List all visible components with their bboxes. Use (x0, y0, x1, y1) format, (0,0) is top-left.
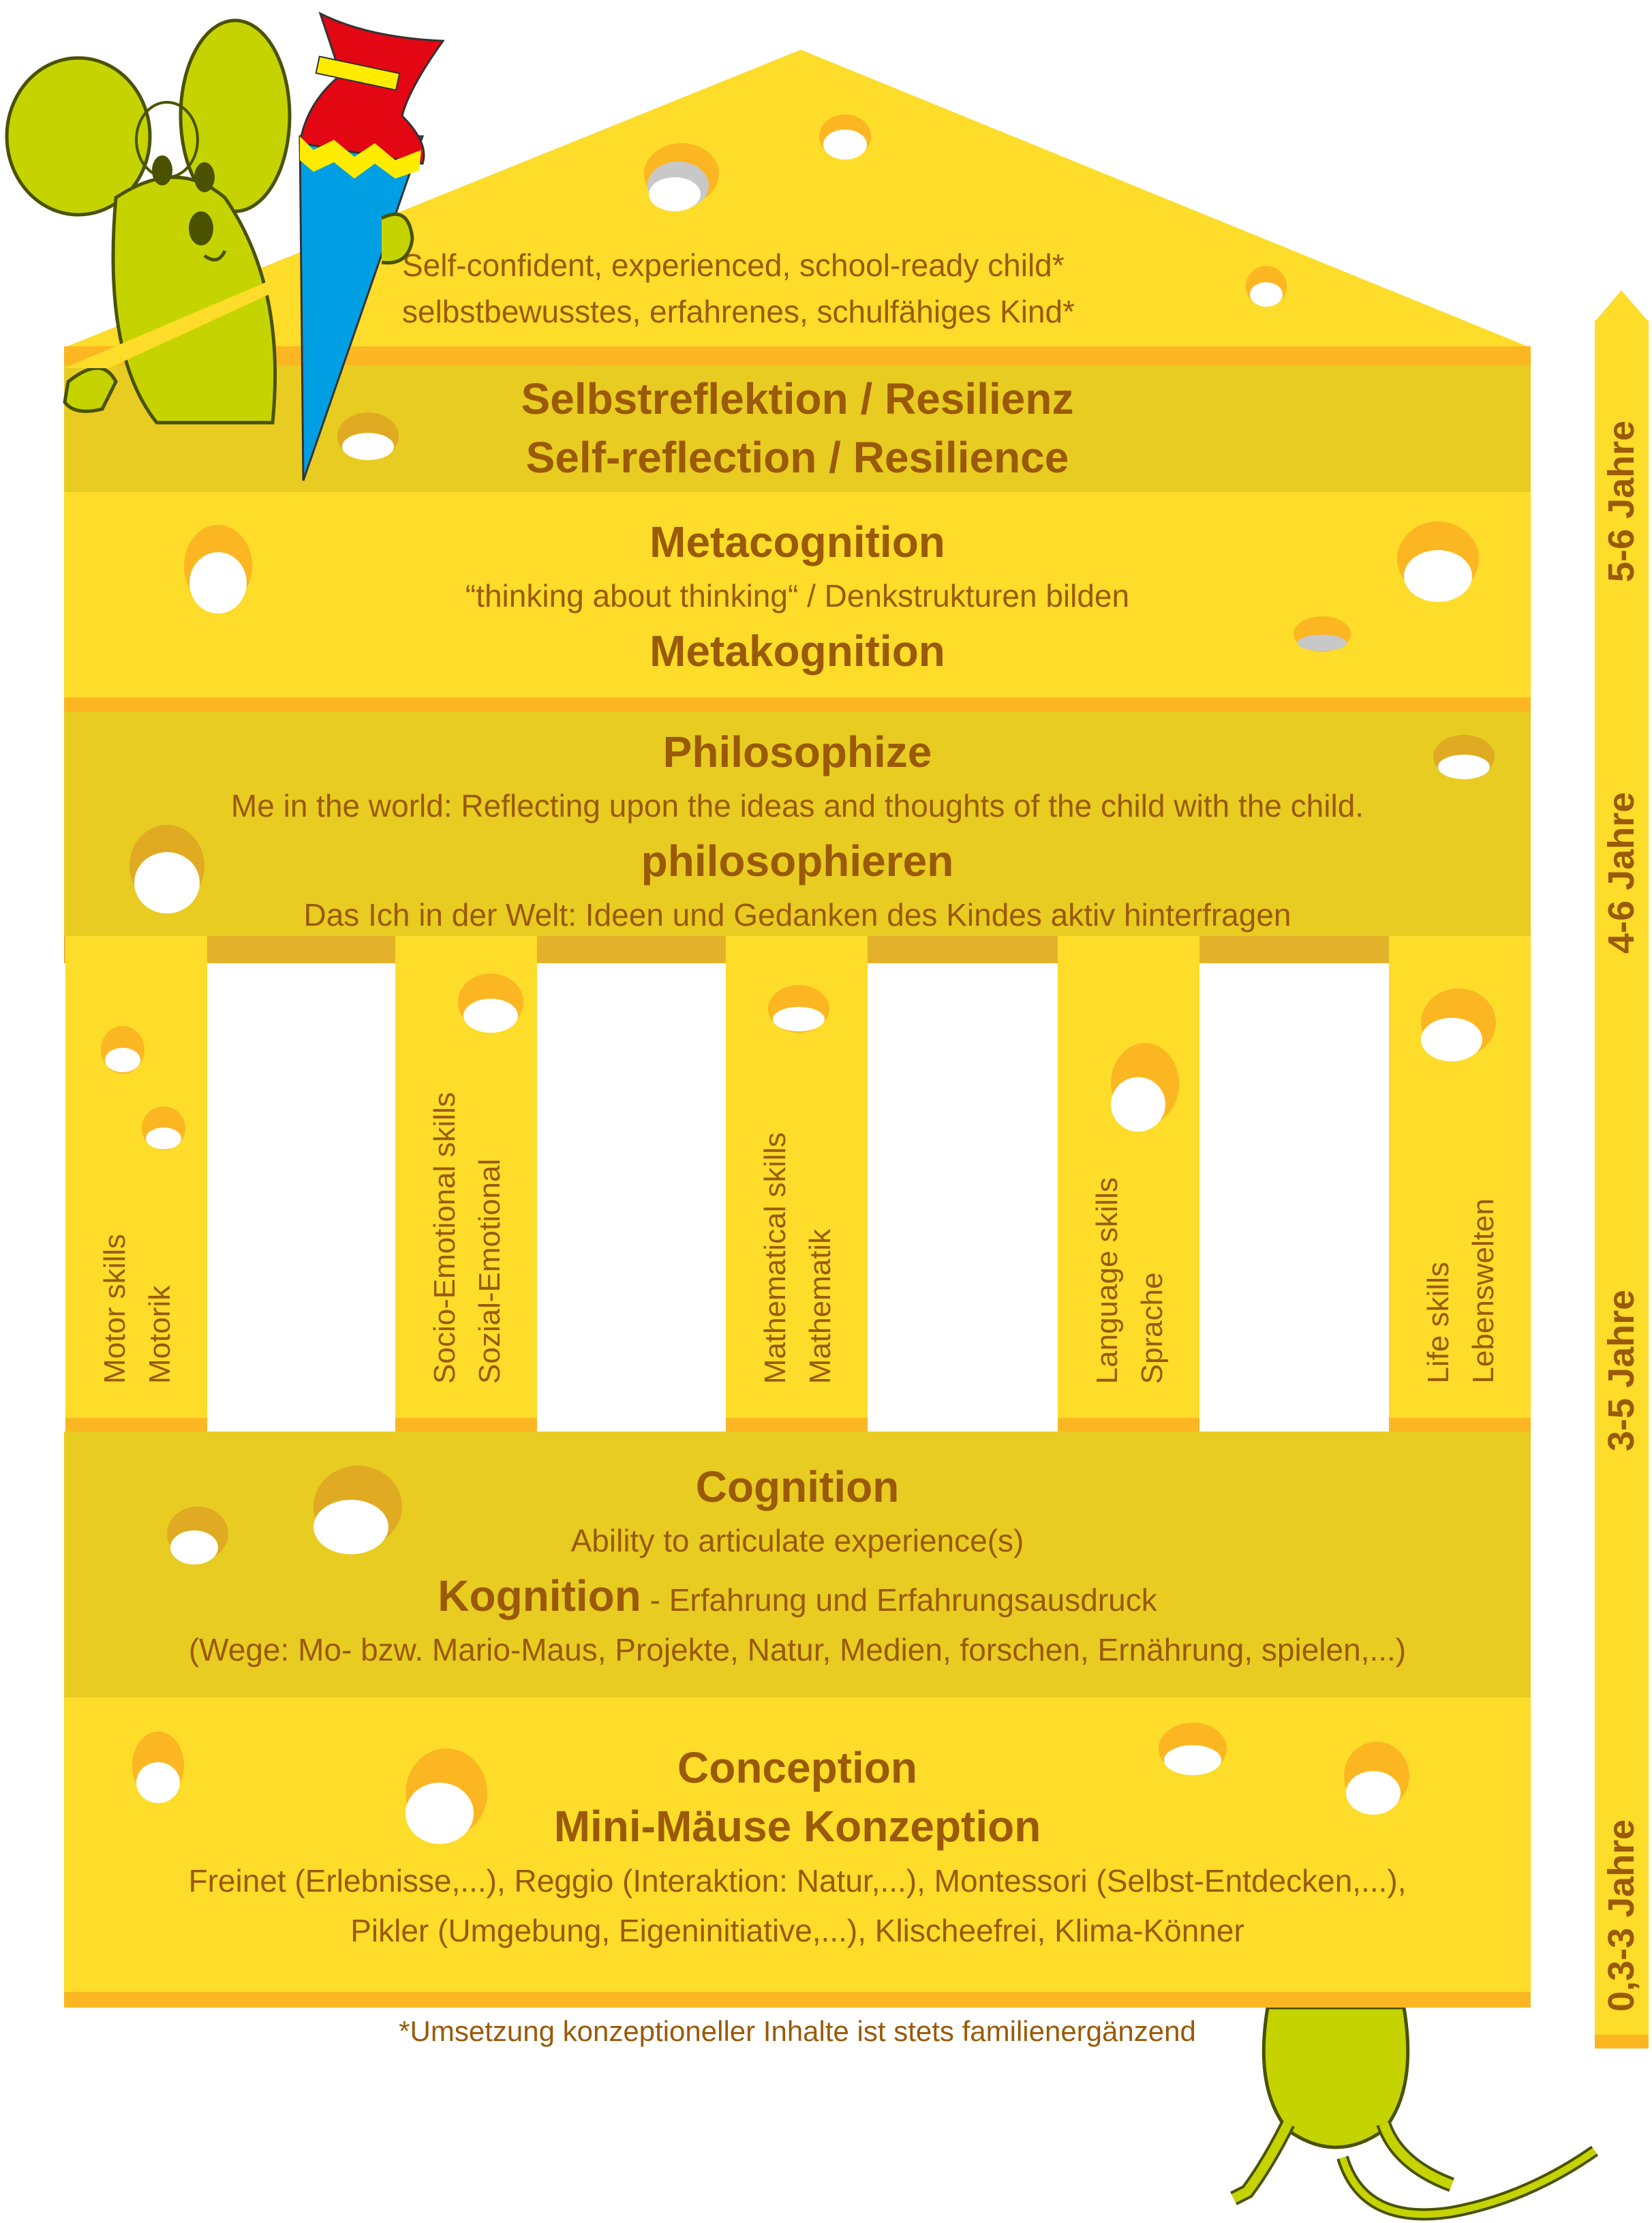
pillar-label-en: Language skills (1090, 1177, 1124, 1384)
cognition-band: Cognition Ability to articulate experien… (64, 1432, 1531, 1697)
philosophize-de: philosophieren (641, 836, 954, 886)
cognition-sub: Ability to articulate experience(s) (570, 1523, 1024, 1559)
philosophize-de-sub: Das Ich in der Welt: Ideen und Gedanken … (303, 897, 1291, 933)
philosophize-en: Philosophize (662, 727, 932, 776)
age-label: 3-5 Jahre (1601, 1289, 1642, 1451)
selfreflection-en: Self-reflection / Resilience (525, 433, 1069, 482)
rind-strip (64, 697, 1531, 712)
roof-line-en: Self-confident, experienced, school-read… (402, 247, 1065, 283)
metacognition-band: Metacognition “thinking about thinking“ … (64, 492, 1531, 697)
cognition-de: Kognition (438, 1571, 641, 1620)
pillar-socio-emotional: Socio-Emotional skills Sozial-Emotional (395, 936, 537, 1432)
pillar-label-en: Socio-Emotional skills (428, 1092, 461, 1384)
conception-en: Conception (677, 1743, 917, 1792)
conception-de: Mini-Mäuse Konzeption (553, 1802, 1041, 1851)
roof-text: Self-confident, experienced, school-read… (402, 242, 1075, 335)
pillar-label-de: Lebenswelten (1467, 1198, 1500, 1384)
metacognition-sub: “thinking about thinking“ / Denkstruktur… (465, 578, 1130, 614)
pillar-label-de: Sprache (1135, 1272, 1169, 1384)
conception-band: Conception Mini-Mäuse Konzeption Freinet… (64, 1697, 1531, 1992)
age-label: 5-6 Jahre (1601, 420, 1642, 582)
cheese-hole (644, 115, 1287, 307)
pillar-label-en: Life skills (1422, 1262, 1455, 1385)
cognition-ways: (Wege: Mo- bzw. Mario-Maus, Projekte, Na… (188, 1632, 1407, 1668)
footnote: *Umsetzung konzeptioneller Inhalte ist s… (399, 2015, 1196, 2047)
pillar-life: Life skills Lebenswelten (1389, 936, 1531, 1432)
pillar-label-de: Sozial-Emotional (473, 1158, 506, 1384)
cognition-en: Cognition (695, 1462, 900, 1511)
age-label: 0,3-3 Jahre (1601, 1819, 1642, 2012)
mouse-bottom (1230, 2008, 1599, 2221)
cognition-de-line: Kognition - Erfahrung und Erfahrungsausd… (64, 1567, 1531, 1625)
roof-line-de: selbstbewusstes, erfahrenes, schulfähige… (402, 294, 1075, 329)
philosophize-band: Philosophize Me in the world: Reflecting… (64, 712, 1531, 936)
pillar-language: Language skills Sprache (1058, 936, 1199, 1432)
philosophize-en-sub: Me in the world: Reflecting upon the ide… (230, 788, 1364, 824)
age-bar-base (1595, 2035, 1649, 2048)
age-bar-arrow-icon (1595, 290, 1649, 322)
pillar-label-en: Motor skills (98, 1233, 132, 1384)
mouse-with-school-cone (5, 12, 477, 481)
metacognition-en: Metacognition (649, 517, 945, 566)
cognition-de-sub: - Erfahrung und Erfahrungsausdruck (641, 1582, 1157, 1618)
pillar-label-de: Motorik (143, 1285, 177, 1384)
pillar-mathematical: Mathematical skills Mathematik (726, 936, 868, 1432)
age-label: 4-6 Jahre (1601, 791, 1642, 954)
pillar-motor: Motor skills Motorik (65, 936, 207, 1432)
selfreflection-de: Selbstreflektion / Resilienz (521, 374, 1074, 423)
metacognition-de: Metakognition (649, 626, 945, 676)
age-bar (1595, 320, 1649, 2048)
conception-line2: Pikler (Umgebung, Eigeninitiative,...), … (350, 1913, 1244, 1949)
pillar-label-de: Mathematik (804, 1228, 837, 1384)
conception-line1: Freinet (Erlebnisse,...), Reggio (Intera… (188, 1862, 1407, 1899)
rind-strip (64, 1992, 1531, 2008)
school-cone-icon (299, 12, 445, 481)
pillar-label-en: Mathematical skills (759, 1132, 792, 1384)
